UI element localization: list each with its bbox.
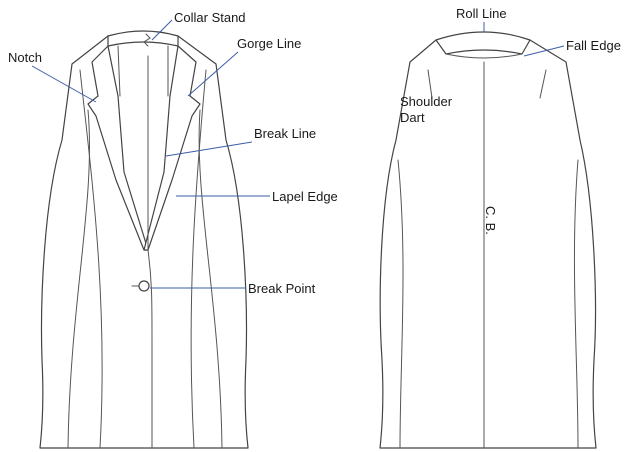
label-collar-stand: Collar Stand (174, 10, 246, 25)
back-body-outline (379, 39, 597, 449)
label-fall-edge: Fall Edge (566, 38, 621, 53)
label-gorge-line: Gorge Line (237, 36, 301, 51)
back-fall-edge (445, 53, 523, 59)
front-closure-edge (147, 249, 153, 449)
front-princess-seam-right-inner (198, 109, 223, 449)
leader-fall-edge (523, 45, 565, 57)
leader-collar-stand (151, 19, 173, 41)
front-lapel-right (143, 45, 201, 251)
vest-back-view (379, 31, 597, 449)
label-shoulder-dart-line2: Dart (400, 110, 425, 125)
back-shoulder-dart-right (539, 69, 547, 99)
front-button (138, 280, 150, 292)
label-roll-line: Roll Line (456, 6, 507, 21)
label-shoulder-dart-line1: Shoulder (400, 94, 453, 109)
label-notch: Notch (8, 50, 42, 65)
leader-notch (31, 65, 97, 103)
label-center-back: C. B. (483, 206, 498, 235)
front-neckline-left (117, 45, 121, 97)
front-lapel-left (87, 45, 149, 251)
front-princess-seam-left (79, 69, 103, 449)
leader-break-line (165, 141, 253, 157)
front-princess-seam-right (190, 69, 207, 449)
label-break-line: Break Line (254, 126, 316, 141)
label-break-point: Break Point (248, 281, 316, 296)
back-princess-seam-right (573, 159, 579, 449)
vest-front-view (39, 30, 249, 449)
label-lapel-edge: Lapel Edge (272, 189, 338, 204)
back-collar (435, 31, 531, 55)
collar-stand-zigzag (143, 33, 151, 47)
back-princess-seam-left (397, 159, 404, 449)
annotation-labels: Collar Stand Notch Gorge Line Break Line… (8, 6, 621, 296)
front-princess-seam-left-inner (67, 109, 90, 449)
annotation-leaders (31, 19, 565, 289)
leader-gorge-line (187, 51, 239, 97)
back-shoulder-dart-left (427, 69, 433, 99)
